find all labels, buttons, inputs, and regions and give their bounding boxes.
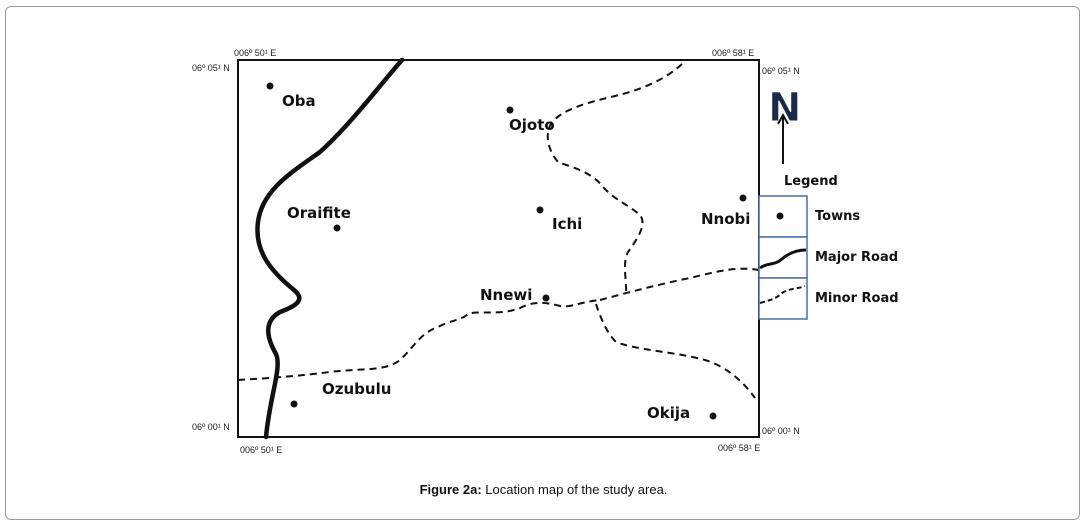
figure-frame bbox=[5, 6, 1080, 520]
legend: Legend Towns Major Road Minor Road bbox=[758, 174, 899, 320]
town-dot-ichi bbox=[536, 206, 544, 214]
caption-label: Figure 2a: bbox=[419, 482, 482, 497]
town-dot-okija bbox=[709, 412, 717, 420]
legend-label-minor-road: Minor Road bbox=[815, 291, 899, 306]
town-dot-nnobi bbox=[739, 194, 747, 202]
coord-bottom-left-lon: 006º 50¹ E bbox=[240, 445, 282, 455]
legend-label-towns: Towns bbox=[815, 209, 860, 224]
minor-roads bbox=[237, 63, 760, 399]
town-label-ojoto: Ojoto bbox=[509, 116, 555, 134]
legend-town-icon bbox=[776, 212, 784, 220]
town-dot-ojoto bbox=[506, 106, 514, 114]
minor-road-north bbox=[546, 63, 683, 297]
figure-caption: Figure 2a: Location map of the study are… bbox=[0, 482, 1087, 497]
town-dot-oba bbox=[266, 82, 274, 90]
town-label-ozubulu: Ozubulu bbox=[322, 380, 391, 398]
town-dot-ozubulu bbox=[290, 400, 298, 408]
coord-top-right-lat: 06º 05¹ N bbox=[762, 66, 800, 76]
coord-top-right-lon: 006º 58¹ E bbox=[712, 48, 754, 58]
town-dot-oraifite bbox=[333, 224, 341, 232]
coord-bottom-right-lat: 06º 00¹ N bbox=[762, 426, 800, 436]
town-label-oba: Oba bbox=[282, 92, 316, 110]
town-label-nnobi: Nnobi bbox=[701, 210, 750, 228]
town-label-nnewi: Nnewi bbox=[480, 286, 532, 304]
coord-bottom-left-lat: 06º 00¹ N bbox=[192, 422, 230, 432]
town-label-oraifite: Oraifite bbox=[287, 204, 351, 222]
town-label-okija: Okija bbox=[647, 404, 690, 422]
legend-label-major-road: Major Road bbox=[815, 250, 898, 265]
coord-top-left-lat: 06º 05¹ N bbox=[192, 63, 230, 73]
north-label: N bbox=[768, 85, 801, 131]
minor-road-east bbox=[599, 267, 760, 301]
legend-box-minor-road bbox=[758, 277, 808, 320]
caption-text: Location map of the study area. bbox=[481, 482, 668, 497]
major-road bbox=[255, 57, 405, 440]
map-border bbox=[237, 59, 760, 438]
town-label-ichi: Ichi bbox=[552, 215, 582, 233]
legend-minor-road-icon bbox=[759, 285, 806, 304]
towns: Oba Ojoto Oraifite Ichi Nnobi Nnewi Ozub… bbox=[266, 82, 750, 422]
minor-road-southeast bbox=[595, 303, 756, 399]
north-arrow-icon: N bbox=[768, 85, 802, 164]
legend-title: Legend bbox=[784, 174, 838, 189]
coord-top-left-lon: 006º 50¹ E bbox=[234, 48, 276, 58]
minor-road-west bbox=[237, 299, 601, 381]
coord-bottom-right-lon: 006º 58¹ E bbox=[718, 443, 760, 453]
town-dot-nnewi bbox=[542, 294, 550, 302]
legend-major-road-icon bbox=[759, 248, 807, 270]
